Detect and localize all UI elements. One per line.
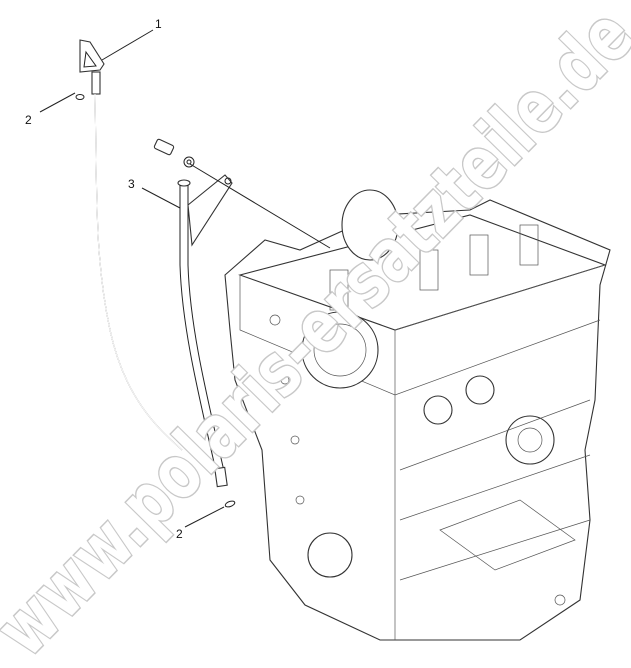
dipstick-tube [177,174,233,488]
callout-2-bottom: 2 [176,506,225,541]
callout-1: 1 [101,17,162,61]
bolt-and-washer [153,138,331,249]
callout-2-top: 2 [25,92,76,127]
callout-3: 3 [128,177,181,209]
callout-label: 1 [155,17,162,31]
engine-block [224,189,611,641]
callout-label: 3 [128,177,135,191]
o-ring-bottom [224,500,236,508]
callout-label: 2 [25,113,32,127]
callout-label: 2 [176,527,183,541]
dipstick [79,39,183,451]
o-ring-top [75,94,85,100]
